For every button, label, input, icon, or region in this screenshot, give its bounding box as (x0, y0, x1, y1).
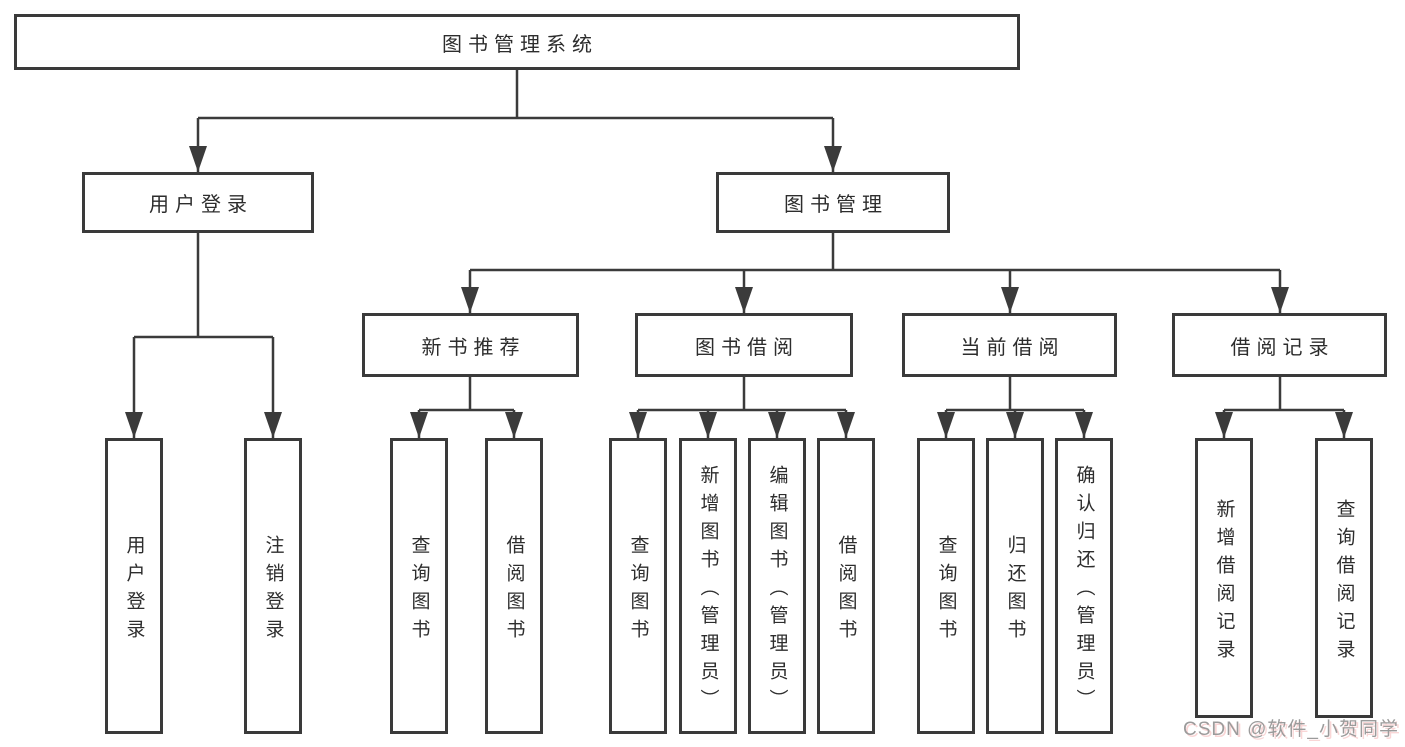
node-leaf-logout-label: 注销登录 (262, 534, 284, 647)
node-current-borrow: 当前借阅 (902, 313, 1117, 377)
watermark: CSDN @软件_小贺同学 (1183, 719, 1399, 740)
node-leaf-borrow-books-recommend: 借阅图书 (485, 438, 543, 734)
node-leaf-add-books-admin-label: 新增图书（管理员） (697, 464, 719, 717)
node-leaf-add-borrow-record: 新增借阅记录 (1195, 438, 1253, 718)
node-leaf-logout: 注销登录 (244, 438, 302, 734)
node-leaf-query-books-recommend-label: 查询图书 (408, 534, 430, 647)
node-root: 图书管理系统 (14, 14, 1020, 70)
node-book-management: 图书管理 (716, 172, 950, 233)
node-leaf-edit-books-admin-label: 编辑图书（管理员） (766, 464, 788, 717)
node-borrow-records: 借阅记录 (1172, 313, 1387, 377)
node-user-login: 用户登录 (82, 172, 314, 233)
node-leaf-add-borrow-record-label: 新增借阅记录 (1213, 498, 1235, 667)
node-leaf-query-books-borrow-label: 查询图书 (627, 534, 649, 647)
node-leaf-query-books-current-label: 查询图书 (935, 534, 957, 647)
node-leaf-query-borrow-record: 查询借阅记录 (1315, 438, 1373, 718)
node-root-label: 图书管理系统 (442, 33, 598, 56)
node-leaf-return-books-label: 归还图书 (1004, 534, 1026, 647)
node-leaf-user-login-label: 用户登录 (123, 534, 145, 647)
node-leaf-borrow-books: 借阅图书 (817, 438, 875, 734)
node-leaf-user-login: 用户登录 (105, 438, 163, 734)
node-leaf-query-books-current: 查询图书 (917, 438, 975, 734)
node-borrow-records-label: 借阅记录 (1230, 336, 1335, 359)
node-leaf-confirm-return-admin-label: 确认归还（管理员） (1073, 464, 1095, 717)
node-leaf-borrow-books-recommend-label: 借阅图书 (503, 534, 525, 647)
node-book-borrow-label: 图书借阅 (695, 336, 799, 359)
node-leaf-confirm-return-admin: 确认归还（管理员） (1055, 438, 1113, 734)
node-leaf-edit-books-admin: 编辑图书（管理员） (748, 438, 806, 734)
node-leaf-query-books-borrow: 查询图书 (609, 438, 667, 734)
node-book-management-label: 图书管理 (784, 194, 888, 216)
node-new-book-recommend-label: 新书推荐 (421, 336, 526, 359)
node-leaf-query-borrow-record-label: 查询借阅记录 (1333, 498, 1355, 667)
node-current-borrow-label: 当前借阅 (960, 336, 1065, 359)
node-new-book-recommend: 新书推荐 (362, 313, 579, 377)
node-book-borrow: 图书借阅 (635, 313, 853, 377)
node-leaf-return-books: 归还图书 (986, 438, 1044, 734)
node-user-login-label: 用户登录 (149, 194, 253, 216)
node-leaf-add-books-admin: 新增图书（管理员） (679, 438, 737, 734)
node-leaf-borrow-books-label: 借阅图书 (835, 534, 857, 647)
node-leaf-query-books-recommend: 查询图书 (390, 438, 448, 734)
